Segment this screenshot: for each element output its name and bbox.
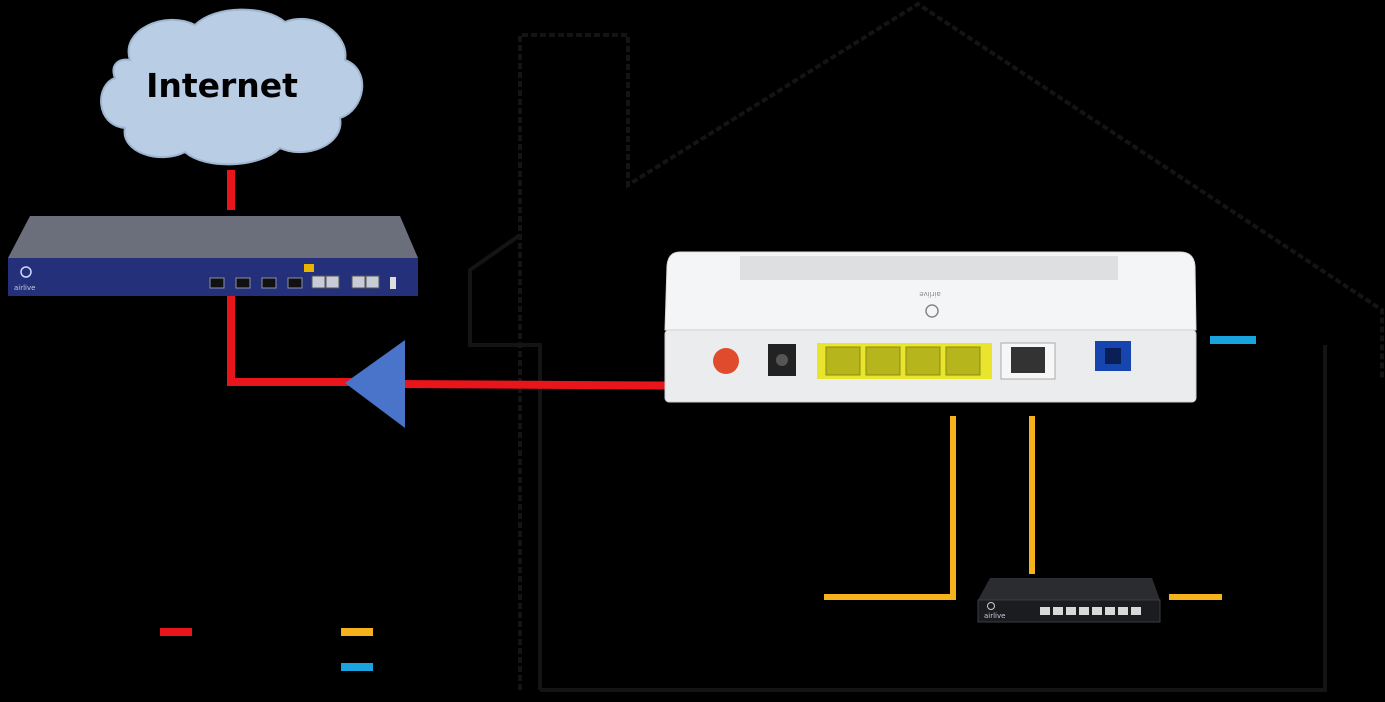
legend-wifi-swatch xyxy=(341,663,373,671)
olt-top-panel xyxy=(8,216,418,258)
phone-port xyxy=(1011,347,1045,373)
lan-port-4 xyxy=(945,346,981,376)
internet-label: Internet xyxy=(146,66,298,105)
fiber-line-olt-splitter xyxy=(227,295,360,386)
legend-ethernet-swatch xyxy=(341,628,373,636)
ethernet-path xyxy=(824,416,1222,600)
ont-brand-label: airlive xyxy=(919,290,940,298)
internet-cloud: Internet xyxy=(100,8,364,166)
pon-port-socket xyxy=(1105,348,1121,364)
olt-device: airlive xyxy=(8,216,418,296)
legend-fiber-swatch xyxy=(160,628,192,636)
ont-logo-icon xyxy=(925,304,939,318)
switch-device: airlive xyxy=(977,578,1161,623)
olt-warning-label xyxy=(304,264,314,272)
lan-ports xyxy=(825,346,981,376)
switch-brand-label: airlive xyxy=(984,612,1005,620)
house-outline xyxy=(468,1,1384,692)
olt-ethernet-ports xyxy=(311,275,380,289)
ethernet-line-ont-lan1 xyxy=(824,416,956,600)
olt-usb-port xyxy=(390,277,396,289)
ont-vent-grille xyxy=(740,256,1118,280)
olt-front-panel xyxy=(8,258,418,296)
olt-logo-icon xyxy=(20,266,32,278)
cloud-shape xyxy=(100,8,364,166)
power-jack-socket xyxy=(776,354,788,366)
switch-logo-icon xyxy=(987,602,995,610)
lan-port-3 xyxy=(905,346,941,376)
switch-ports xyxy=(1040,607,1141,615)
legend xyxy=(160,628,373,671)
olt-brand-label: airlive xyxy=(14,284,35,292)
optical-splitter xyxy=(345,340,405,428)
switch-top-panel xyxy=(978,578,1160,600)
lan-port-1 xyxy=(825,346,861,376)
olt-sfp-ports xyxy=(209,277,303,289)
ont-device: airlive xyxy=(664,251,1197,403)
lan-port-2 xyxy=(865,346,901,376)
power-button xyxy=(713,348,739,374)
